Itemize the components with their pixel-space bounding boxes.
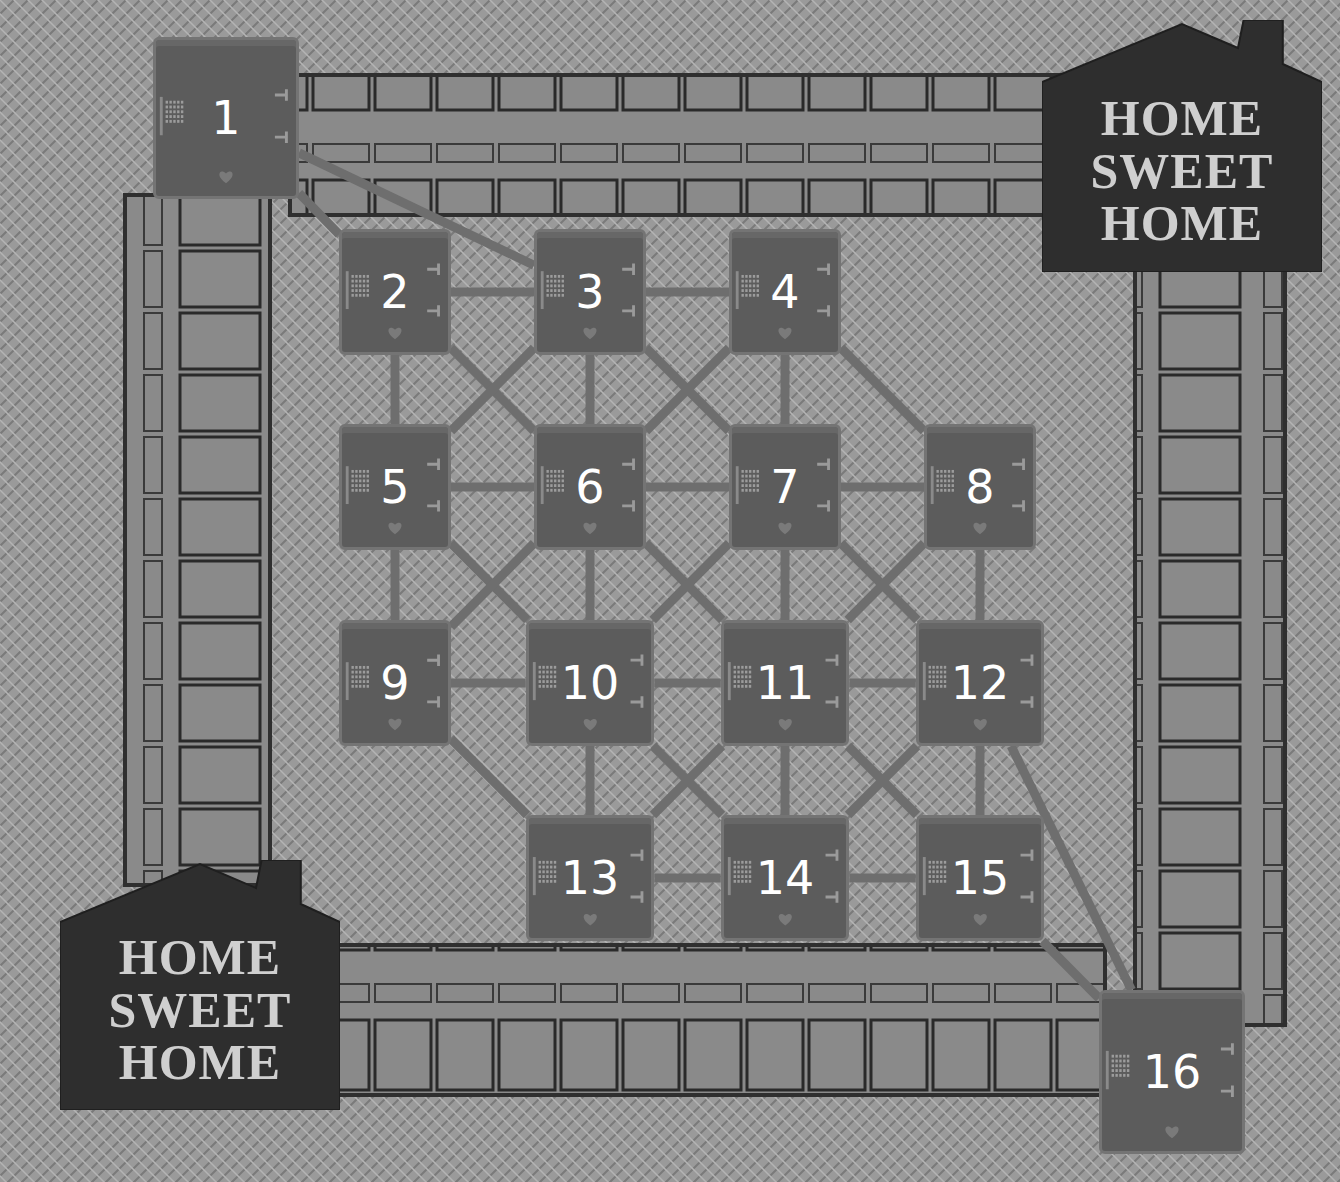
path-connector	[646, 543, 722, 620]
space-number: 4	[770, 269, 799, 315]
space-number: 6	[575, 464, 604, 510]
home-house: HOME SWEET HOME	[1042, 20, 1322, 272]
path-connector	[848, 746, 917, 815]
house-label: HOME SWEET HOME	[100, 931, 300, 1089]
space-number: 1	[211, 95, 240, 141]
board-space: 9	[339, 620, 451, 746]
board-space: 8	[924, 424, 1036, 550]
space-number: 12	[951, 660, 1010, 706]
board-space: 5	[339, 424, 451, 550]
board-space: 7	[729, 424, 841, 550]
path-connector	[653, 746, 722, 815]
space-number: 13	[561, 855, 620, 901]
board-space: 6	[534, 424, 646, 550]
path-connector	[653, 746, 722, 815]
path-connector	[299, 193, 339, 234]
path-connector	[646, 288, 729, 297]
board-space: 2	[339, 229, 451, 355]
path-connector	[841, 543, 917, 620]
board-space: 4	[729, 229, 841, 355]
path-connector	[451, 348, 534, 431]
path-connector	[654, 679, 720, 688]
path-connector	[841, 348, 924, 431]
path-connector	[841, 483, 924, 492]
path-connector	[451, 288, 534, 297]
path-connector	[849, 874, 915, 883]
space-number: 15	[951, 855, 1010, 901]
board-space: 10	[526, 620, 655, 746]
path-connector	[646, 483, 729, 492]
space-number: 7	[770, 464, 799, 510]
board-space: 14	[721, 815, 850, 941]
path-connector	[781, 746, 790, 815]
path-connector	[848, 543, 924, 620]
space-number: 11	[756, 660, 815, 706]
path-connector	[451, 679, 526, 688]
path-connector	[646, 348, 729, 431]
path-connector	[976, 550, 985, 620]
path-connector	[451, 739, 527, 815]
space-number: 10	[561, 660, 620, 706]
path-connector	[849, 679, 915, 688]
path-connector	[976, 746, 985, 815]
space-number: 16	[1143, 1049, 1202, 1095]
path-connector	[586, 355, 595, 424]
space-number: 5	[380, 464, 409, 510]
path-connector	[451, 543, 527, 620]
board-space: 13	[526, 815, 655, 941]
path-connector	[586, 746, 595, 815]
board-space: 15	[916, 815, 1045, 941]
home-house: HOME SWEET HOME	[60, 860, 340, 1110]
board-space: 11	[721, 620, 850, 746]
path-connector	[451, 543, 534, 626]
path-connector	[391, 355, 400, 424]
path-connector	[653, 543, 729, 620]
space-number: 9	[380, 660, 409, 706]
path-connector	[586, 550, 595, 620]
path-connector	[781, 550, 790, 620]
space-number: 2	[380, 269, 409, 315]
space-number: 8	[965, 464, 994, 510]
path-connector	[654, 874, 720, 883]
path-connector	[1042, 941, 1099, 998]
board-space: 16	[1099, 990, 1245, 1154]
space-number: 14	[756, 855, 815, 901]
path-connector	[848, 746, 917, 815]
board-space: 3	[534, 229, 646, 355]
path-connector	[646, 348, 729, 431]
house-label: HOME SWEET HOME	[1082, 92, 1282, 250]
path-connector	[451, 483, 534, 492]
path-connector	[781, 355, 790, 424]
board-space: 1	[153, 37, 299, 199]
space-number: 3	[575, 269, 604, 315]
path-connector	[451, 348, 534, 431]
board-space: 12	[916, 620, 1045, 746]
path-connector	[391, 550, 400, 620]
